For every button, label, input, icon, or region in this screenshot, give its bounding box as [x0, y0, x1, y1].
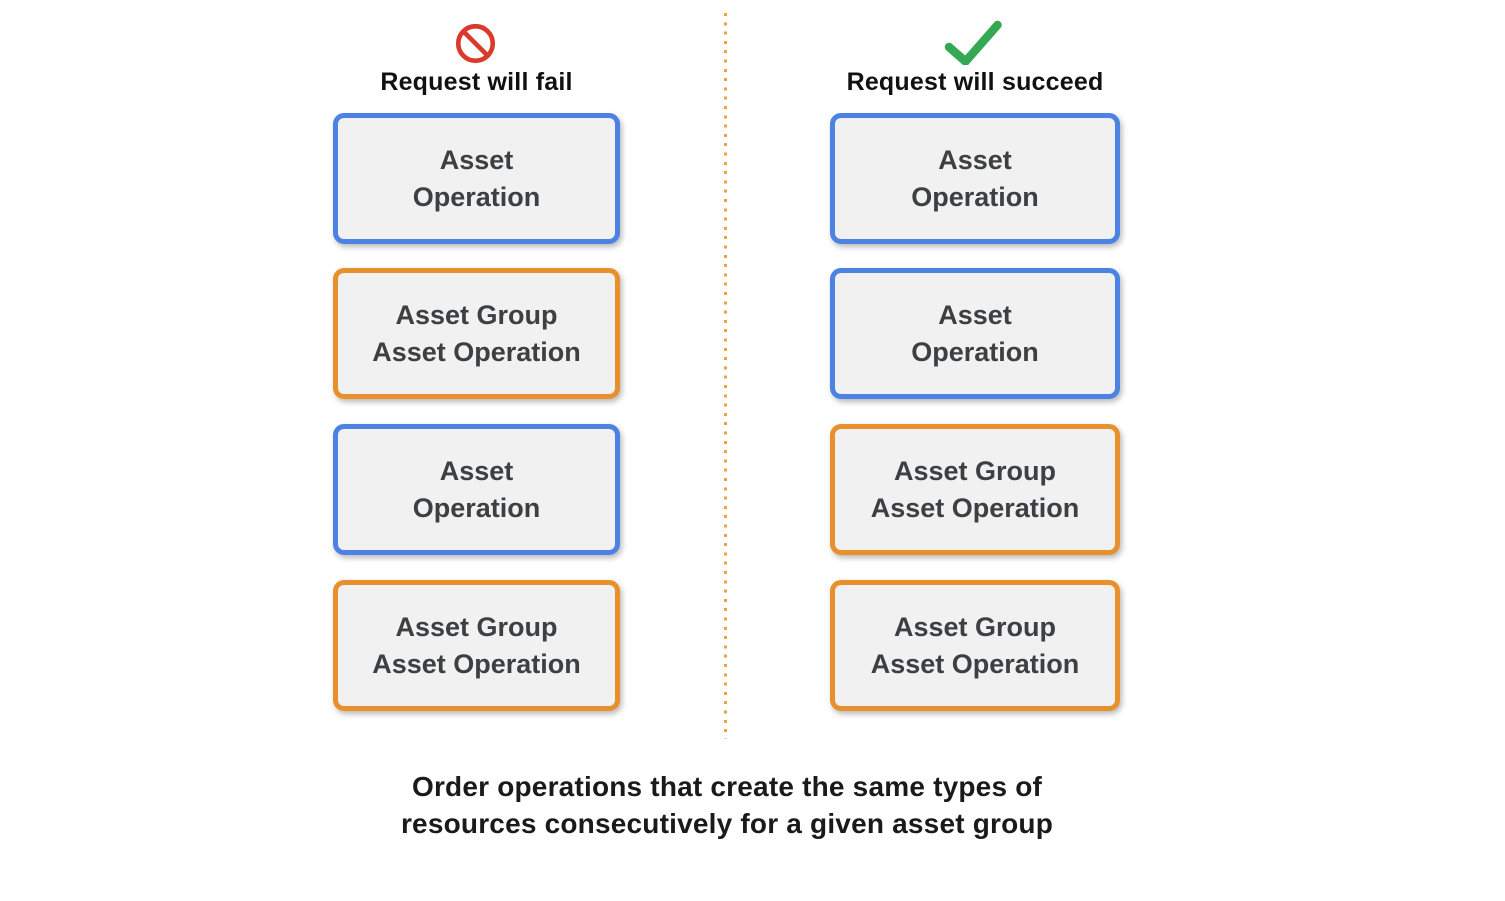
succeed-box-asset-operation-1: Asset Operation [830, 113, 1120, 244]
succeed-box-asset-group-asset-operation-2: Asset Group Asset Operation [830, 580, 1120, 711]
checkmark-icon [944, 20, 1002, 65]
box-label: Operation [911, 181, 1039, 212]
box-label: Operation [412, 181, 541, 212]
fail-box-asset-group-asset-operation-1: Asset Group Asset Operation [333, 268, 620, 399]
caption-line-2: resources consecutively for a given asse… [400, 808, 1054, 839]
fail-box-asset-operation-2: Asset Operation [333, 424, 620, 555]
box-label: Asset Operation [372, 648, 581, 679]
fail-box-asset-group-asset-operation-2: Asset Group Asset Operation [333, 580, 620, 711]
succeed-box-asset-operation-2: Asset Operation [830, 268, 1120, 399]
succeed-column-title: Request will succeed [846, 68, 1104, 96]
box-label: Asset Group [893, 611, 1057, 642]
box-label: Asset Operation [372, 336, 581, 367]
box-label: Asset Group [395, 299, 558, 330]
box-label: Asset Operation [870, 648, 1080, 679]
fail-column-title: Request will fail [380, 68, 573, 96]
box-label: Asset [938, 299, 1012, 330]
box-label: Operation [412, 492, 541, 523]
box-label: Asset Operation [870, 492, 1080, 523]
caption-line-1: Order operations that create the same ty… [411, 771, 1043, 802]
prohibition-icon [455, 23, 496, 64]
box-label: Operation [911, 336, 1039, 367]
column-divider [724, 13, 727, 739]
box-label: Asset Group [893, 455, 1057, 486]
succeed-box-asset-group-asset-operation-1: Asset Group Asset Operation [830, 424, 1120, 555]
fail-box-asset-operation-1: Asset Operation [333, 113, 620, 244]
diagram-caption: Order operations that create the same ty… [127, 768, 1327, 842]
box-label: Asset [439, 144, 514, 175]
box-label: Asset [439, 455, 514, 486]
box-label: Asset [938, 144, 1012, 175]
box-label: Asset Group [395, 611, 558, 642]
